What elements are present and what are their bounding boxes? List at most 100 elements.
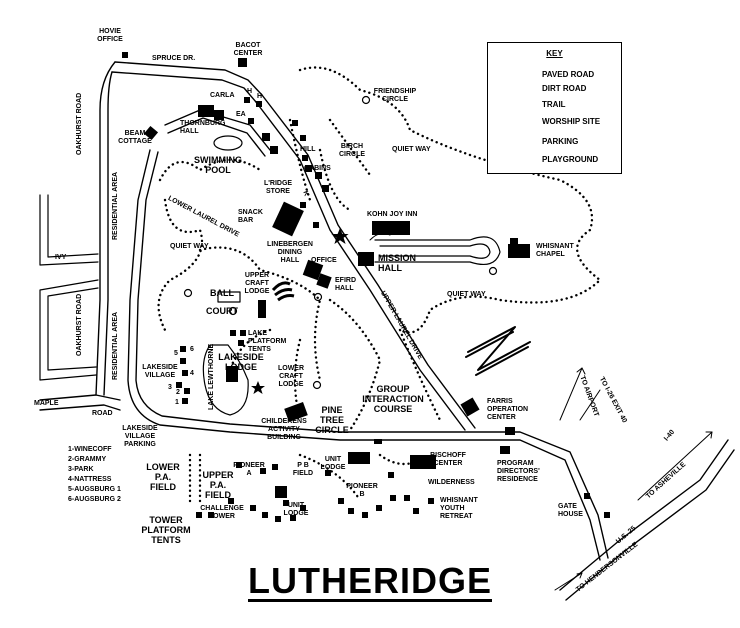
lridge-store-label: L'RIDGE STORE <box>263 180 293 195</box>
ea-label: EA <box>236 111 246 118</box>
legend-playground: PLAYGROUND <box>542 155 599 164</box>
paved-road-network <box>39 61 735 601</box>
childrens-activity-label: CHILDERENS ACTIVITY BUILDING <box>261 418 307 441</box>
maple-label: MAPLE <box>34 400 59 407</box>
friendship-circle-label: FRIENDSHIP CIRCLE <box>373 88 417 103</box>
farris-operation-center-building <box>460 397 480 417</box>
tower-platform-label: TOWER PLATFORM TENTS <box>141 515 191 545</box>
kohn-joy-inn-building <box>372 221 410 235</box>
direction-arrows <box>554 367 713 591</box>
trail-network <box>157 66 602 507</box>
whisnant-youth-label: WHISNANT YOUTH RETREAT <box>440 497 478 520</box>
swimming-pool-shape <box>213 135 243 151</box>
pb-field-label: P B FIELD <box>292 462 314 477</box>
office-label: OFFICE <box>311 257 337 264</box>
unit-lodge-building <box>348 452 370 464</box>
lake-lewthorne-shape <box>202 344 249 416</box>
gate-house-building <box>584 493 590 499</box>
lakeside-village-label: LAKESIDE VILLAGE <box>142 364 178 379</box>
whisnant-chapel-building <box>508 244 530 258</box>
mission-hall-building <box>358 252 374 266</box>
oakhurst-road-label-1: OAKHURST ROAD <box>76 92 83 155</box>
worship-site-markers <box>183 95 498 390</box>
lakeside-lodge-label: LAKESIDE LODGE <box>218 352 264 372</box>
carla-label: CARLA <box>210 92 235 99</box>
beam-cottage-label: BEAM COTTAGE <box>118 130 152 145</box>
lakeside-number: 5 <box>174 350 178 357</box>
hill-label: HILL <box>300 146 316 153</box>
whisnant-chapel-label: WHISNANT CHAPEL <box>536 243 574 258</box>
hovie-office-building <box>122 52 128 58</box>
thornburg-hall-building <box>198 105 214 117</box>
legend-dirt-road: DIRT ROAD <box>542 84 587 93</box>
residential-area-label-2: RESIDENTIAL AREA <box>112 311 119 380</box>
north-arrow-icon <box>465 326 531 376</box>
office-building <box>302 259 324 281</box>
lake-lewthorne-label: LAKE LEWTHORNE <box>208 343 215 410</box>
wilderness-label: WILDERNESS <box>428 479 475 486</box>
lakeside-lodge-building <box>226 366 238 382</box>
ivy-label: IVY <box>55 254 67 261</box>
quiet-way-label-1: QUIET WAY <box>392 146 431 153</box>
lakeside-number: 3 <box>168 384 172 391</box>
lineberger-label: LINEBERGEN DINING HALL <box>267 241 313 264</box>
legend-worship-site: WORSHIP SITE <box>542 117 601 126</box>
legend-paved-road: PAVED ROAD <box>542 70 595 79</box>
lower-craft-lodge-label: LOWER CRAFT LODGE <box>277 365 305 388</box>
village-list: 1-WINECOFF 2-GRAMMY 3-PARK 4-NATTRESS 5-… <box>68 445 121 505</box>
village-list-item: 3-PARK <box>68 466 94 473</box>
quiet-way-label-2: QUIET WAY <box>170 243 209 250</box>
ball-court-label: BALL COURT <box>206 288 238 316</box>
snack-bar-label: SNACK BAR <box>238 209 263 224</box>
bischoff-center-building <box>410 455 436 469</box>
village-list-item: 1-WINECOFF <box>68 446 112 453</box>
swimming-pool-label: SWIMMING POOL <box>194 155 242 175</box>
pine-tree-circle-label: PINE TREE CIRCLE <box>315 405 349 435</box>
legend: KEY PAVED ROAD DIRT ROAD TRAIL WORSHIP S… <box>487 42 622 174</box>
lower-pa-field-label: LOWER P.A. FIELD <box>146 462 180 492</box>
bischoff-center-label: BISCHOFF CENTER <box>430 452 466 467</box>
village-list-item: 4-NATTRESS <box>68 476 112 483</box>
lakeside-number: 2 <box>176 389 180 396</box>
gate-house-label: GATE HOUSE <box>558 503 583 518</box>
upper-craft-lodge-label: UPPER CRAFT LODGE <box>244 272 270 295</box>
oakhurst-road-label-2: OAKHURST ROAD <box>76 293 83 356</box>
kohn-joy-inn-label: KOHN JOY INN <box>367 211 418 218</box>
legend-parking: PARKING <box>542 137 579 146</box>
cabins-label: CABINS <box>304 165 331 172</box>
bacot-center-label: BACOT CENTER <box>233 42 263 57</box>
residential-area-label-1: RESIDENTIAL AREA <box>112 171 119 240</box>
buildings <box>122 52 610 522</box>
lakeside-number: 1 <box>175 399 179 406</box>
playground-markers <box>251 228 349 394</box>
h1-label: H <box>247 88 253 95</box>
road-label: ROAD <box>92 410 113 417</box>
spruce-dr-label: SPRUCE DR. <box>152 55 196 62</box>
legend-title: KEY <box>546 49 563 58</box>
lakeside-village-parking-label: LAKESIDE VILLAGE PARKING <box>122 425 158 448</box>
thornburg-hall-label: THORNBURG HALL <box>180 120 226 135</box>
lake-platform-tents-label: LAKE PLATFORM TENTS <box>248 330 287 353</box>
village-list-item: 5-AUGSBURG 1 <box>68 486 121 493</box>
legend-trail: TRAIL <box>542 100 566 109</box>
lineberger-dining-hall-building <box>272 201 304 237</box>
group-interaction-label: GROUP INTERACTION COURSE <box>362 384 424 414</box>
hovie-office-label: HOVIE OFFICE <box>97 28 123 43</box>
challenge-tower-label: CHALLENGE TOWER <box>200 505 244 520</box>
beam-cottage-building <box>143 125 159 141</box>
program-directors-residence-building <box>500 446 510 454</box>
map-title: LUTHERIDGE <box>248 560 492 601</box>
village-list-item: 2-GRAMMY <box>68 456 107 463</box>
unit-lodge-label-2: UNIT LODGE <box>283 502 309 517</box>
birch-circle-label: BIRCH CIRCLE <box>338 143 366 158</box>
upper-craft-lodge-building <box>258 300 266 318</box>
farris-label: FARRIS OPERATION CENTER <box>487 398 529 421</box>
ball-court-shape <box>217 291 241 303</box>
dirt-road-network <box>39 194 501 381</box>
efird-hall-label: EFIRD HALL <box>335 277 356 292</box>
program-directors-label: PROGRAM DIRECTORS' RESIDENCE <box>497 460 540 483</box>
pioneer-a-label: PIONEER A <box>233 462 265 477</box>
lakeside-number: 4 <box>190 370 194 377</box>
